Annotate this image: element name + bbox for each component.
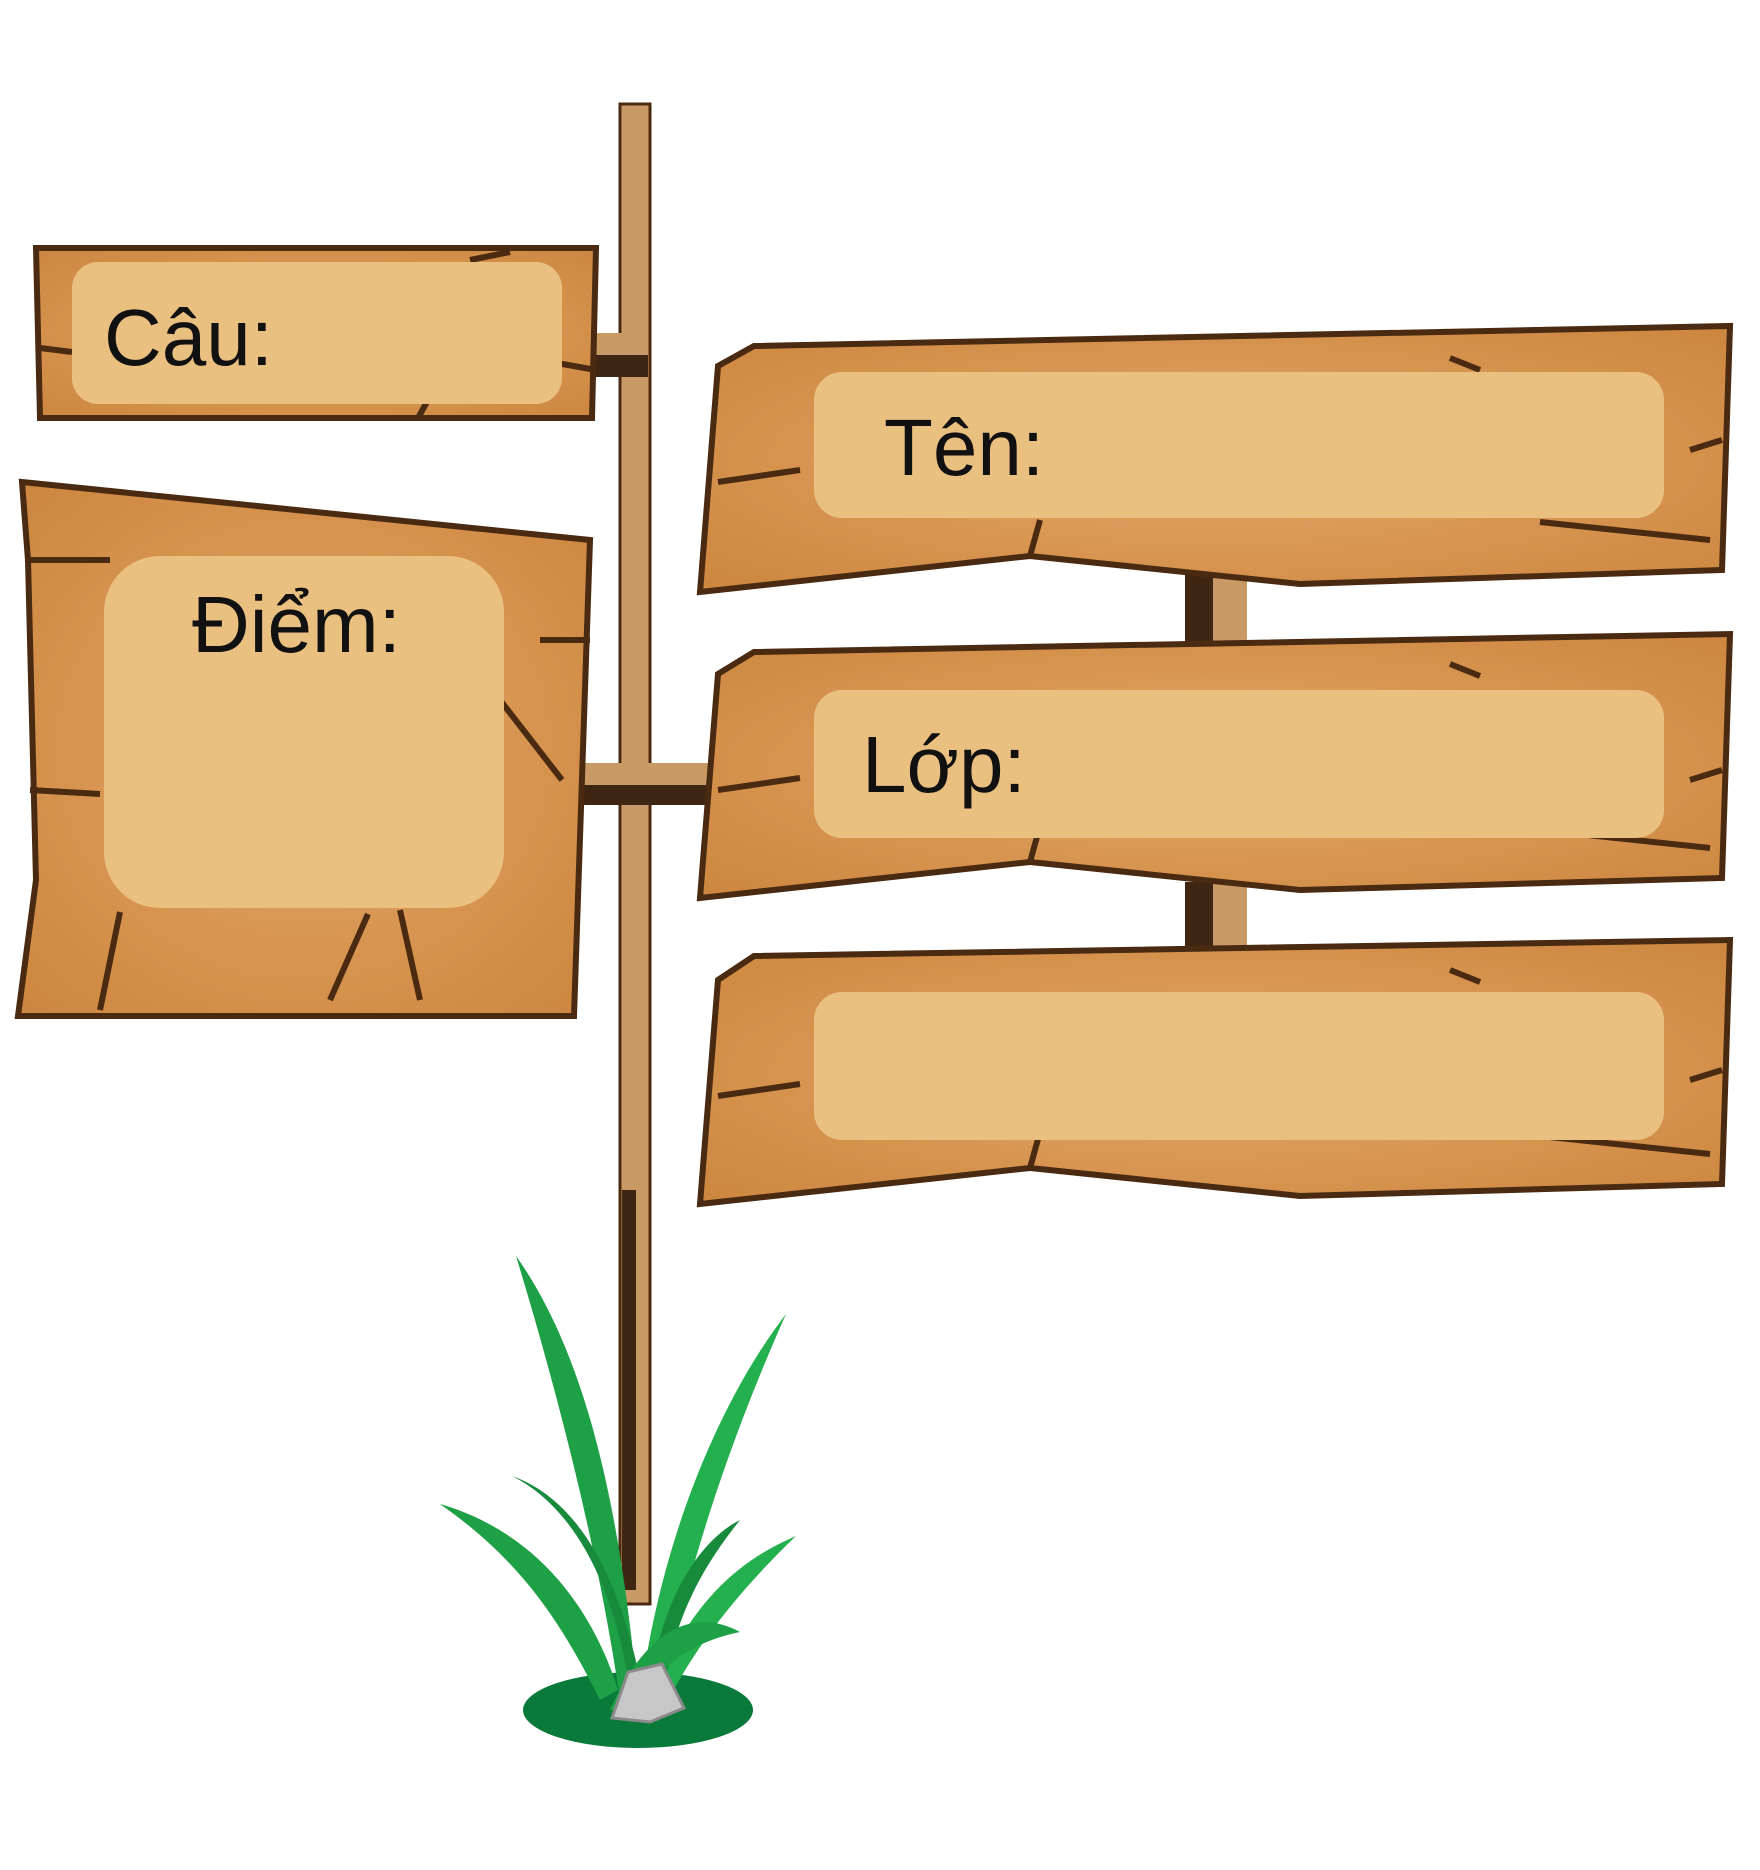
diem-label: Điểm: xyxy=(192,580,401,669)
ten-label: Tên: xyxy=(884,403,1045,492)
sign-ten xyxy=(696,322,1734,596)
sign-lop xyxy=(696,630,1734,902)
wooden-post xyxy=(618,102,652,1606)
cau-label: Câu: xyxy=(104,293,273,382)
grass-tuft xyxy=(440,1256,796,1748)
sign-cau xyxy=(32,245,600,421)
sign-diem xyxy=(14,478,594,1019)
sign-blank xyxy=(696,936,1734,1208)
lop-label: Lớp: xyxy=(862,720,1026,809)
